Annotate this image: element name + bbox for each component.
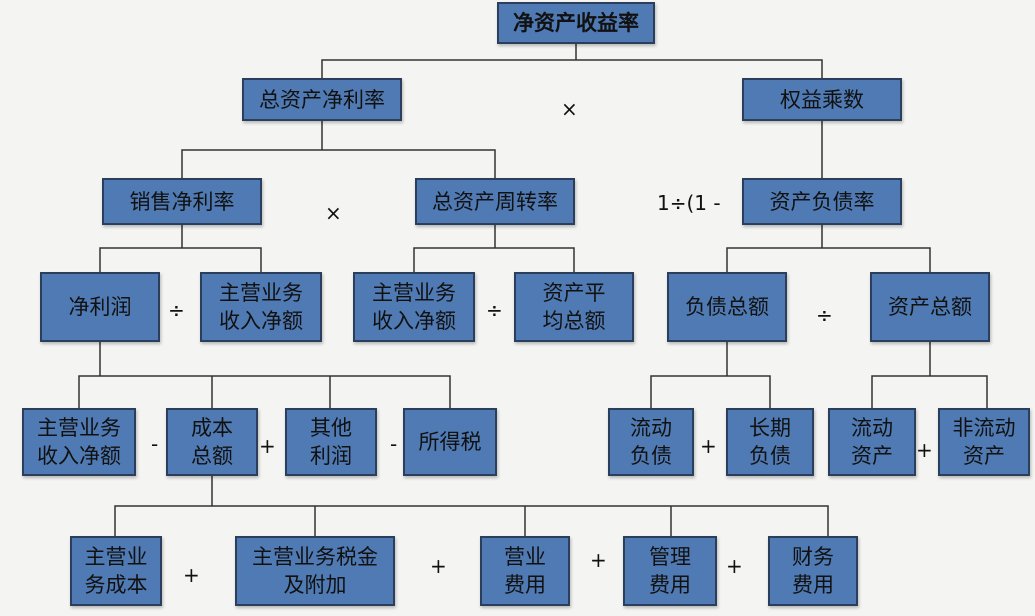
node-selling-expense: 营业 费用 (480, 536, 570, 606)
operator-plus-3: + (916, 438, 933, 462)
node-current-assets: 流动 资产 (828, 408, 916, 476)
node-total-liabilities: 负债总额 (667, 272, 787, 342)
node-current-liabilities: 流动 负债 (608, 408, 694, 476)
operator-plus-1: + (259, 434, 276, 458)
operator-plus-7: + (726, 554, 743, 578)
node-net-margin: 销售净利率 (102, 178, 262, 225)
node-other-profit: 其他 利润 (285, 408, 377, 476)
node-finance-expense: 财务 费用 (768, 536, 858, 606)
node-main-cost: 主营业 务成本 (70, 536, 162, 606)
operator-plus-5: + (430, 554, 447, 578)
operator-times-2: × (325, 201, 342, 225)
node-revenue-a: 主营业务 收入净额 (200, 272, 322, 342)
node-asset-turnover: 总资产周转率 (415, 178, 575, 225)
operator-times-1: × (561, 97, 578, 121)
node-net-profit: 净利润 (40, 272, 160, 342)
node-total-cost: 成本 总额 (166, 408, 258, 476)
node-admin-expense: 管理 费用 (623, 536, 717, 606)
operator-divide-1: ÷ (168, 298, 185, 322)
operator-minus-2: - (390, 432, 398, 456)
node-revenue-b: 主营业务 收入净额 (353, 272, 475, 342)
operator-plus-6: + (590, 548, 607, 572)
operator-divide-2: ÷ (486, 298, 503, 322)
node-total-assets: 资产总额 (870, 272, 990, 342)
node-longterm-liabilities: 长期 负债 (726, 408, 814, 476)
operator-divide-3: ÷ (816, 303, 833, 327)
node-roe: 净资产收益率 (497, 2, 655, 44)
node-main-tax: 主营业务税金 及附加 (235, 536, 395, 606)
operator-one-minus: 1÷(1 - (657, 191, 721, 215)
operator-minus-1: - (151, 432, 159, 456)
operator-plus-4: + (183, 563, 200, 587)
node-revenue-c: 主营业务 收入净额 (22, 408, 136, 476)
node-debt-ratio: 资产负债率 (742, 178, 902, 225)
node-noncurrent-assets: 非流动 资产 (938, 408, 1030, 476)
node-equity-multiplier: 权益乘数 (742, 78, 902, 121)
node-avg-assets: 资产平 均总额 (514, 272, 634, 342)
operator-plus-2: + (700, 434, 717, 458)
node-income-tax: 所得税 (403, 408, 497, 476)
node-roa: 总资产净利率 (242, 78, 402, 121)
